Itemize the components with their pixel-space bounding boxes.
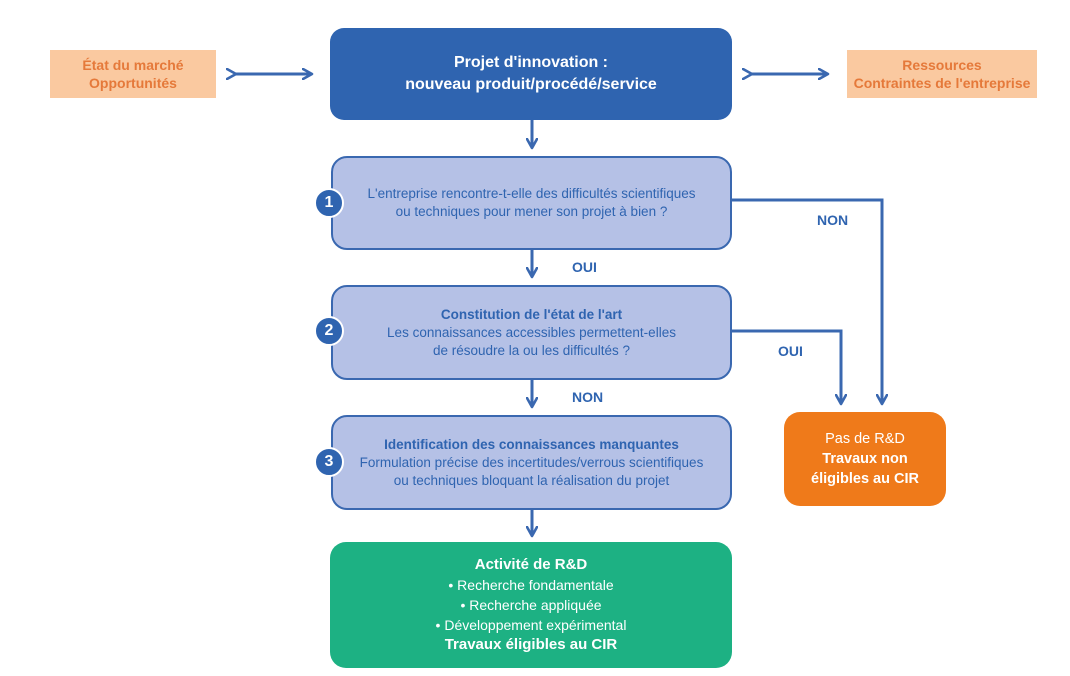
arrow-step1-non-to-no-rd bbox=[731, 198, 882, 404]
rd-activity-item: • Recherche appliquée bbox=[460, 597, 602, 613]
market-state-box: État du marché Opportunités bbox=[50, 50, 216, 98]
no-rd-line3: éligibles au CIR bbox=[811, 471, 919, 487]
step1-line1: L'entreprise rencontre-t-elle des diffic… bbox=[367, 186, 696, 201]
label-non-step2: NON bbox=[572, 389, 604, 405]
rd-activity-item: • Développement expérimental bbox=[435, 617, 627, 633]
no-rd-line2: Travaux non bbox=[822, 451, 908, 467]
step2-line2: de résoudre la ou les difficultés ? bbox=[432, 342, 631, 358]
project-line2: nouveau produit/procédé/service bbox=[405, 76, 657, 93]
step3-number-badge: 3 bbox=[314, 447, 344, 477]
rd-activity-item: • Recherche fondamentale bbox=[448, 577, 614, 593]
market-state-line2: Opportunités bbox=[89, 75, 177, 91]
resources-line2: Contraintes de l'entreprise bbox=[853, 75, 1031, 91]
step2-number-badge: 2 bbox=[314, 316, 344, 346]
step1-number-badge: 1 bbox=[314, 188, 344, 218]
step1-box: L'entreprise rencontre-t-elle des diffic… bbox=[331, 156, 732, 250]
no-rd-line1: Pas de R&D bbox=[825, 431, 905, 447]
step2-line1: Les connaissances accessibles permettent… bbox=[387, 324, 676, 340]
label-non-step1: NON bbox=[817, 212, 849, 228]
resources-line1: Ressources bbox=[902, 57, 982, 73]
project-line1: Projet d'innovation : bbox=[453, 54, 609, 71]
step3-line2: ou techniques bloquant la réalisation du… bbox=[393, 472, 670, 488]
rd-activity-footer: Travaux éligibles au CIR bbox=[444, 636, 618, 653]
step3-box: Identification des connaissances manquan… bbox=[331, 415, 732, 510]
arrow-step2-oui-to-no-rd bbox=[731, 329, 841, 404]
rd-activity-box: Activité de R&D • Recherche fondamentale… bbox=[330, 542, 732, 668]
step1-line2: ou techniques pour mener son projet à bi… bbox=[395, 204, 668, 219]
resources-box: Ressources Contraintes de l'entreprise bbox=[847, 50, 1037, 98]
label-oui-step2: OUI bbox=[778, 343, 803, 359]
market-state-line1: État du marché bbox=[82, 57, 184, 73]
innovation-project-box: Projet d'innovation : nouveau produit/pr… bbox=[330, 28, 732, 120]
step2-box: Constitution de l'état de l'art Les conn… bbox=[331, 285, 732, 380]
label-oui-step1: OUI bbox=[572, 259, 597, 275]
step3-line1: Formulation précise des incertitudes/ver… bbox=[359, 454, 704, 470]
step2-title: Constitution de l'état de l'art bbox=[440, 306, 623, 322]
no-rd-box: Pas de R&D Travaux non éligibles au CIR bbox=[784, 412, 946, 506]
rd-activity-title: Activité de R&D bbox=[474, 556, 588, 573]
step3-title: Identification des connaissances manquan… bbox=[384, 436, 679, 452]
